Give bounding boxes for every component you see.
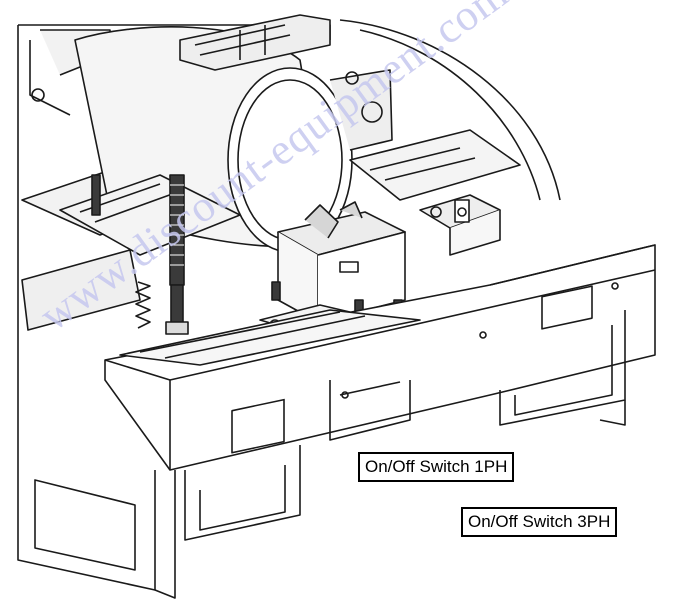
adjustment-plate <box>59 129 521 256</box>
front-frame-beam <box>104 244 656 471</box>
rear-guard <box>339 19 561 201</box>
on-off-switch-3ph-label[interactable]: On/Off Switch 3PH <box>461 507 618 537</box>
on-off-switch-1ph-label[interactable]: On/Off Switch 1PH <box>358 452 515 482</box>
spring <box>135 281 151 329</box>
lower-legs <box>17 310 626 599</box>
mounting-block <box>419 194 501 256</box>
inner-rails <box>119 309 421 441</box>
motor-bracket <box>179 14 331 71</box>
threaded-rods <box>91 174 189 335</box>
